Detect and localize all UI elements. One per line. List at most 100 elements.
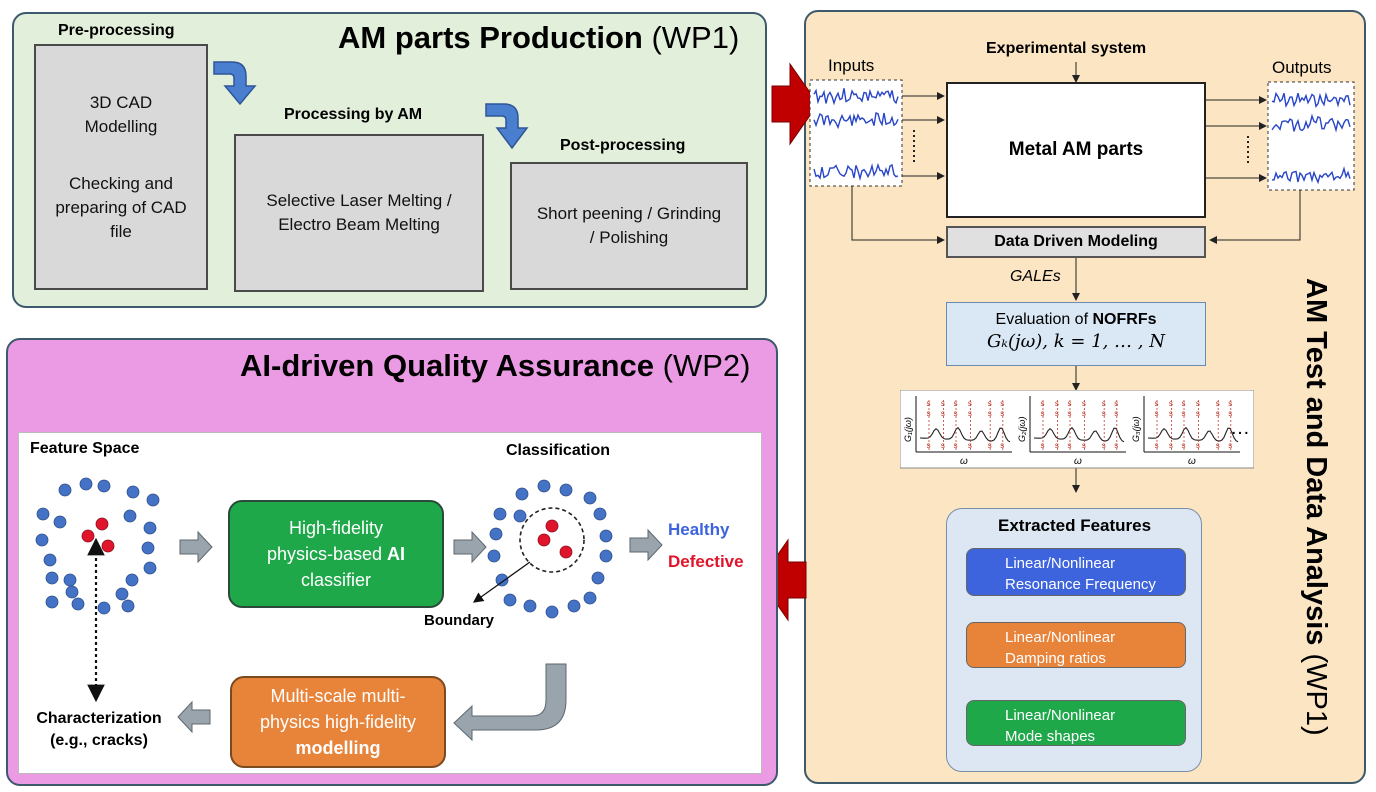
metal-am-parts-box: Metal AM parts	[946, 82, 1206, 218]
class-dot-defective	[545, 519, 559, 533]
plot-marker-label: s	[1041, 399, 1045, 408]
class-dot-healthy	[593, 507, 607, 521]
class-dot-healthy	[583, 491, 597, 505]
nofrf-formula: Gₖ(jω), k = 1, … , N	[987, 331, 1165, 352]
feature-dot-healthy	[36, 507, 50, 521]
plot-marker-label: s	[1228, 441, 1232, 450]
feature-dot-healthy	[141, 541, 155, 555]
feature-mode-shapes: Linear/Nonlinear Mode shapes	[966, 700, 1186, 746]
feature-space-label: Feature Space	[30, 440, 140, 457]
feature-dot-healthy	[125, 573, 139, 587]
plot-marker-label: s	[927, 409, 931, 418]
feature-dot-healthy	[143, 521, 157, 535]
class-dot-healthy	[487, 549, 501, 563]
feature-dot-healthy	[35, 533, 49, 547]
grey-arrow-2	[453, 530, 487, 564]
ai-classifier-box: High-fidelity physics-based AI classifie…	[228, 500, 444, 608]
feature-dot-healthy	[146, 493, 160, 507]
metal-am-parts-text: Metal AM parts	[1008, 139, 1144, 160]
curved-arrow-1	[213, 61, 257, 106]
plot-curve	[1147, 426, 1239, 443]
class-dot-healthy	[515, 487, 529, 501]
plot-xlabel: ω	[960, 456, 968, 467]
feature-resonance-line2: Resonance Frequency	[1005, 576, 1156, 593]
plot-marker-label: s	[941, 409, 945, 418]
classifier-line3: classifier	[300, 570, 371, 590]
characterization-line2: (e.g., cracks)	[50, 732, 148, 749]
feature-dot-healthy	[97, 601, 111, 615]
plot-xlabel: ω	[1188, 456, 1196, 467]
feature-resonance-line1: Linear/Nonlinear	[1005, 555, 1116, 572]
class-dot-healthy	[503, 593, 517, 607]
modelling-line1: Multi-scale multi-	[270, 686, 406, 706]
modelling-box: Multi-scale multi- physics high-fidelity…	[230, 676, 446, 768]
boundary-label: Boundary	[424, 612, 495, 629]
nofrf-bold: NOFRFs	[1092, 311, 1157, 328]
class-dot-healthy	[495, 573, 509, 587]
grey-arrow-1	[179, 530, 213, 564]
plot-marker-label: s	[941, 399, 945, 408]
feature-dot-healthy	[143, 561, 157, 575]
feature-dot-healthy	[123, 509, 137, 523]
plot-marker-label: s	[1216, 409, 1220, 418]
red-arrow-right	[771, 62, 819, 146]
modelling-bold: modelling	[295, 738, 381, 758]
plot-marker-label: s	[1000, 399, 1004, 408]
feature-damping-line2: Damping ratios	[1005, 650, 1106, 667]
plot-marker-label: s	[988, 441, 992, 450]
plot-xlabel: ω	[1074, 456, 1082, 467]
feature-dot-defective	[95, 517, 109, 531]
production-title: AM parts Production (WP1)	[338, 20, 739, 56]
defective-label: Defective	[668, 552, 744, 571]
plot-ylabel: G₃(jω)	[1131, 416, 1141, 442]
plot-marker-label: s	[968, 409, 972, 418]
post-process-text: Short peening / Grinding / Polishing	[536, 204, 722, 247]
cad-modelling-text: 3D CAD Modelling	[84, 92, 158, 136]
plot-marker-label: s	[1055, 409, 1059, 418]
class-dot-healthy	[583, 591, 597, 605]
classification-label: Classification	[506, 442, 611, 459]
experimental-system-label: Experimental system	[986, 40, 1147, 57]
plot-marker-label: s	[1068, 409, 1072, 418]
outputs-label: Outputs	[1272, 58, 1332, 77]
output-signal-1	[1271, 91, 1351, 109]
class-dot-healthy	[489, 527, 503, 541]
feature-dot-healthy	[126, 485, 140, 499]
plot-marker-label: s	[1114, 441, 1118, 450]
class-dot-healthy	[493, 507, 507, 521]
feature-dot-healthy	[43, 553, 57, 567]
plot-marker-label: s	[1102, 409, 1106, 418]
plot-marker-label: s	[1169, 441, 1173, 450]
plot-marker-label: s	[954, 399, 958, 408]
plot-marker-label: s	[1082, 441, 1086, 450]
plots-ellipsis: …	[1230, 417, 1250, 439]
feature-dot-healthy	[45, 571, 59, 585]
plots-frame	[900, 390, 1254, 469]
feature-dot-healthy	[63, 573, 77, 587]
classifier-line2: physics-based	[266, 544, 383, 564]
data-driven-text: Data Driven Modeling	[994, 233, 1158, 250]
plot-marker-label: s	[1114, 409, 1118, 418]
feature-dot-defective	[81, 529, 95, 543]
post-processing-label: Post-processing	[560, 137, 686, 154]
class-dot-healthy	[523, 599, 537, 613]
production-title-suffix: (WP1)	[651, 20, 740, 55]
plot-marker-label: s	[1182, 409, 1186, 418]
plot-marker-label: s	[927, 441, 931, 450]
plot-marker-label: s	[954, 441, 958, 450]
plot-marker-label: s	[1169, 399, 1173, 408]
extracted-features-title: Extracted Features	[998, 516, 1152, 535]
feature-dot-healthy	[53, 515, 67, 529]
plot-marker-label: s	[1068, 441, 1072, 450]
boundary-pointer	[472, 561, 531, 603]
class-dot-healthy	[567, 599, 581, 613]
classifier-bold: AI	[387, 544, 406, 564]
plot-marker-label: s	[1169, 409, 1173, 418]
plot-marker-label: s	[1082, 409, 1086, 418]
characterization-line1: Characterization	[36, 710, 162, 727]
plot-marker-label: s	[1000, 441, 1004, 450]
plot-marker-label: s	[1182, 441, 1186, 450]
healthy-label: Healthy	[668, 520, 730, 539]
plot-marker-label: s	[988, 399, 992, 408]
class-dot-healthy	[513, 509, 527, 523]
